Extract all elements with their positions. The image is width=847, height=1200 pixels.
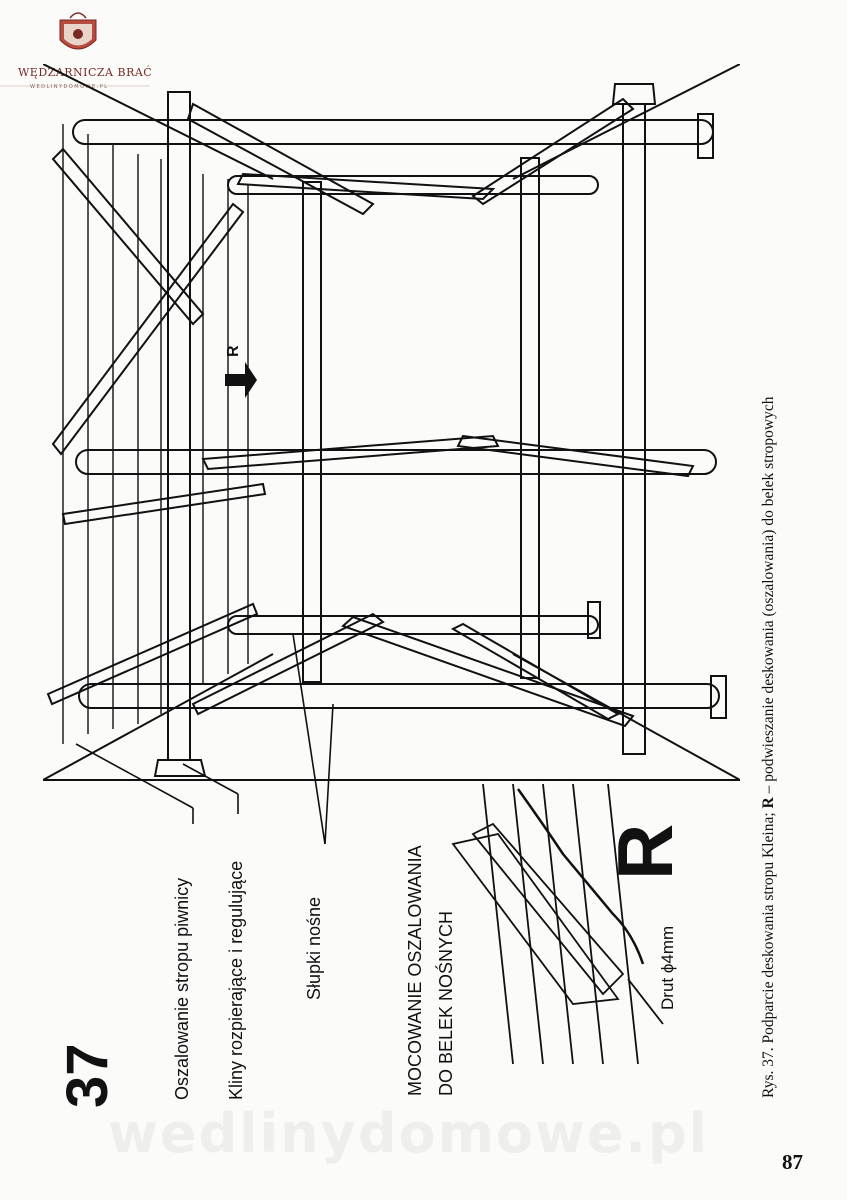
brand-logo [0,12,150,87]
detail-r-drawing [451,783,664,1065]
label-kliny: Kliny rozpierające i regulujące [226,860,246,1100]
r-arrow-icon [225,362,257,398]
caption-r: R [760,797,777,809]
wall-planks [62,124,249,744]
leader-lines [75,633,334,845]
label-mocowanie-line2: DO BELEK NOŚNYCH [436,910,456,1096]
label-r-arrow: R [225,345,242,357]
room-perspective [43,64,740,781]
brand-subtitle: WEDLINYDOMOWE.PL [30,84,109,90]
support-posts [153,83,657,777]
figure-drawing [43,64,740,1065]
crest-icon [59,12,97,50]
label-drut: Drut ϕ4mm [658,925,677,1010]
diagonal-braces [46,97,695,728]
label-oszalowanie: Oszalowanie stropu piwnicy [172,877,192,1100]
figure-number: 37 [55,1043,120,1108]
ceiling-beams [72,119,720,709]
figure-caption: Rys. 37. Podparcie deskowania stropu Kle… [760,397,778,1098]
label-mocowanie-line1: MOCOWANIE OSZALOWANIA [405,845,425,1096]
watermark: wedlinydomowe.pl [108,1102,710,1165]
caption-suffix: – podwieszanie deskowania (oszalowania) … [760,396,777,798]
label-slupki: Słupki nośne [304,896,324,1000]
caption-prefix: Rys. 37. Podparcie deskowania stropu Kle… [760,808,777,1098]
page-number: 87 [782,1150,803,1174]
label-r-detail: R [601,823,689,880]
beam-end-plates [587,113,727,719]
